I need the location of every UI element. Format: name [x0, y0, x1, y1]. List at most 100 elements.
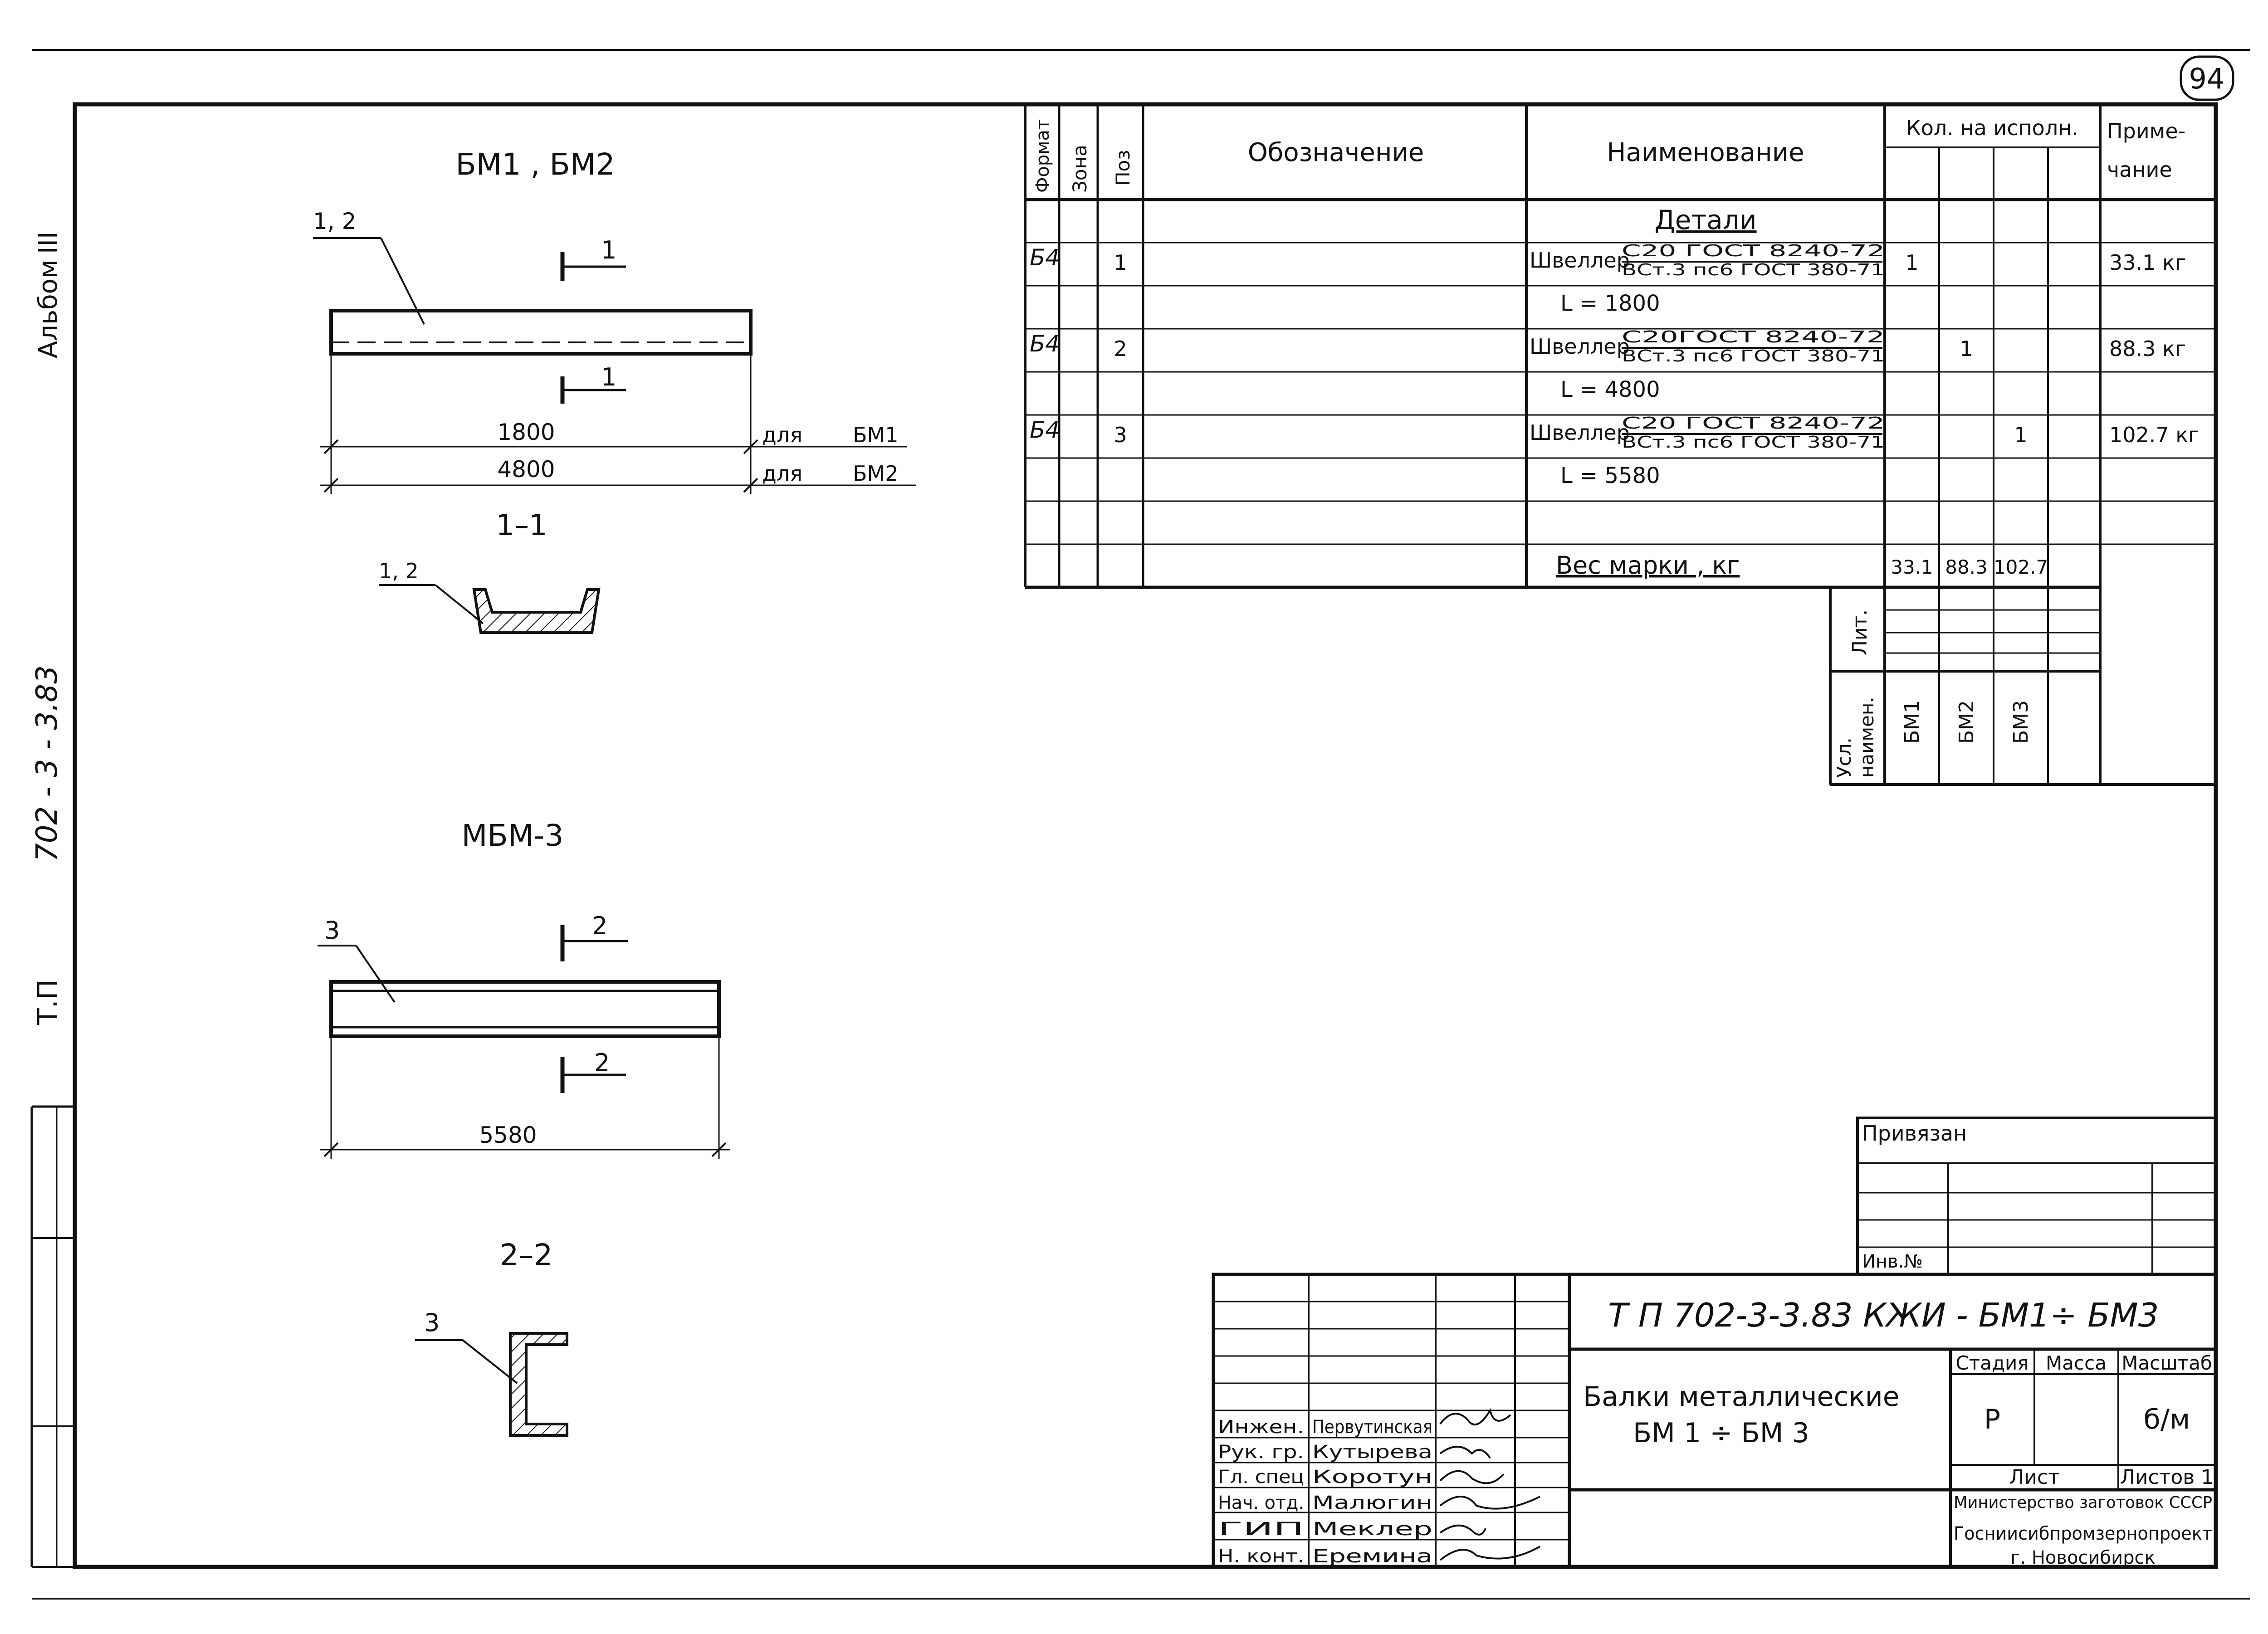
stage-label: Стадия [1955, 1352, 2028, 1374]
row-length: L = 4800 [1560, 377, 1660, 402]
ministry-label: Министерство заготовок СССР [1954, 1493, 2212, 1512]
person-name: Меклер [1312, 1519, 1432, 1540]
header-qty: Кол. на исполн. [1906, 116, 2078, 140]
dim-5580: 5580 [479, 1122, 537, 1148]
sheet-label: Лист [2009, 1466, 2060, 1489]
mark-label: БМ3 [2009, 700, 2033, 744]
sheets-label: Листов 1 [2120, 1466, 2214, 1489]
row-item: Швеллер [1530, 248, 1630, 273]
person-name: Кутырева [1312, 1442, 1432, 1463]
marks-block: Лит. Усл. наимен. БМ1 БМ2 БМ3 [1829, 587, 2216, 786]
header-note-1: Приме- [2107, 119, 2185, 143]
dim-4800-note-mark: БМ2 [853, 461, 899, 486]
mark-labels: БМ1 БМ2 БМ3 [1901, 700, 2033, 744]
margin-labels: Альбом III 702 - 3 - 3.83 Т.П [30, 231, 64, 1025]
weight-value: 102.7 [1994, 556, 2048, 578]
section-leader-1-1: 1, 2 [379, 559, 419, 583]
org-label: Госниисибпромзернопроект [1954, 1523, 2212, 1544]
inv-label: Инв.№ [1862, 1251, 1923, 1272]
weight-value: 88.3 [1945, 556, 1988, 578]
mark-label: БМ2 [1955, 700, 1978, 744]
doc-name-1: Балки металлические [1583, 1381, 1900, 1413]
row-profile-bottom: ВСт.3 пс6 ГОСТ 380-71 [1622, 261, 1885, 279]
role-label: ГИП [1218, 1519, 1304, 1540]
person-name: Коротун [1312, 1467, 1432, 1488]
dim-1800: 1800 [497, 419, 555, 445]
scale-label: Масштаб [2121, 1352, 2212, 1374]
leader-label-3: 3 [324, 916, 340, 945]
section-mark-2-top: 2 [592, 912, 607, 940]
sheet-number-text: 94 [2189, 62, 2225, 95]
row-note: 102.7 кг [2109, 423, 2199, 447]
binding-block: Привязан Инв.№ [1856, 1117, 2217, 1276]
row-qty-3: 1 [2014, 423, 2027, 447]
row-pos: 2 [1114, 337, 1127, 361]
row-item: Швеллер [1530, 334, 1630, 359]
row-format: Б4 [1030, 417, 1060, 443]
role-label: Гл. спец [1218, 1467, 1304, 1488]
row-pos: 1 [1114, 250, 1127, 275]
section-title-2-2: 2–2 [500, 1238, 553, 1273]
drawing-bm12: БМ1 , БМ2 1, 2 1 1 1800 для БМ1 4800 для… [313, 147, 916, 494]
mark-label: БМ1 [1901, 700, 1924, 744]
doc-code: Т П 702-3-3.83 КЖИ - БМ1÷ БМ3 [1608, 1296, 2159, 1334]
section-mark-2-bottom: 2 [594, 1049, 610, 1077]
row-qty-1: 1 [1905, 250, 1918, 275]
project-code-vertical: 702 - 3 - 3.83 [30, 665, 64, 862]
scale-value: б/м [2144, 1404, 2190, 1435]
header-format: Формат [1032, 119, 1053, 193]
row-profile-bottom: ВСт.3 пс6 ГОСТ 380-71 [1622, 347, 1885, 366]
role-label: Рук. гр. [1218, 1442, 1304, 1463]
row-profile-top: С20ГОСТ 8240-72 [1622, 328, 1885, 346]
section-title-1-1: 1–1 [496, 509, 547, 542]
header-zone: Зона [1069, 145, 1091, 193]
album-numeral: III [34, 231, 63, 254]
row-profile-bottom: ВСт.3 пс6 ГОСТ 380-71 [1622, 433, 1885, 452]
drawing-title-mbm3: МБМ-3 [462, 818, 564, 853]
dim-1800-note-for: для [762, 423, 802, 447]
row-item: Швеллер [1530, 420, 1630, 445]
mass-label: Масса [2046, 1352, 2107, 1374]
album-label: Альбом [34, 259, 63, 358]
person-name: Еремина [1312, 1546, 1432, 1567]
person-name: Первутинская [1312, 1417, 1432, 1438]
row-format: Б4 [1030, 331, 1060, 357]
row-length: L = 5580 [1560, 463, 1660, 488]
row-length: L = 1800 [1560, 291, 1660, 316]
dim-1800-note-mark: БМ1 [853, 423, 899, 447]
usl-label-1: Усл. [1833, 737, 1855, 778]
spec-table: Формат Зона Поз Обозначение Наименование… [1024, 104, 2216, 785]
binding-title: Привязан [1862, 1121, 1967, 1146]
weight-label: Вес марки , кг [1556, 551, 1740, 580]
row-qty-2: 1 [1960, 337, 1973, 361]
drawing-title-bm12: БМ1 , БМ2 [455, 147, 615, 182]
row-pos: 3 [1114, 423, 1127, 447]
header-note-2: чание [2107, 157, 2172, 182]
section-mark-bottom: 1 [601, 363, 616, 391]
row-profile-top: С20 ГОСТ 8240-72 [1622, 242, 1885, 260]
section-1-1: 1–1 1, 2 [379, 509, 601, 634]
row-note: 88.3 кг [2109, 337, 2186, 361]
person-name: Малюгин [1312, 1493, 1432, 1513]
section-mark-top: 1 [601, 236, 616, 264]
header-name: Наименование [1607, 138, 1804, 167]
sheet-frame [30, 49, 2250, 1600]
row-note: 33.1 кг [2109, 250, 2186, 275]
section-details-title: Детали [1654, 205, 1756, 235]
row-format: Б4 [1030, 244, 1060, 271]
doc-name-2: БМ 1 ÷ БМ 3 [1633, 1417, 1809, 1449]
drawing-mbm3: МБМ-3 3 2 2 5580 [318, 818, 730, 1159]
title-block: Т П 702-3-3.83 КЖИ - БМ1÷ БМ3 Балки мета… [1212, 1273, 2218, 1569]
usl-label-2: наимен. [1856, 697, 1878, 778]
sheet-number: 94 [2180, 55, 2234, 101]
leader-label: 1, 2 [313, 208, 356, 234]
section-2-2: 2–2 3 [415, 1238, 568, 1437]
header-pos: Поз [1112, 150, 1134, 186]
header-designation: Обозначение [1248, 138, 1424, 167]
lit-label: Лит. [1848, 610, 1872, 655]
role-label: Нач. отд. [1218, 1493, 1304, 1513]
role-label: Н. конт. [1218, 1546, 1304, 1567]
